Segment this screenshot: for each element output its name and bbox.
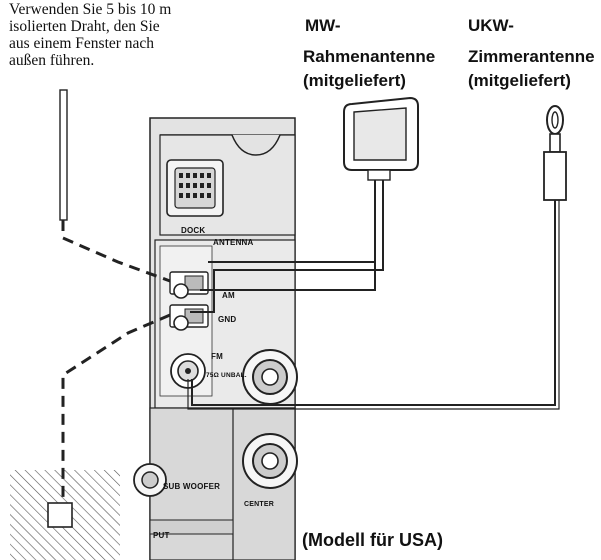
fm-antenna-label-line: (mitgeliefert) <box>468 71 571 90</box>
dock-connector <box>166 159 224 217</box>
gnd-label: GND <box>218 315 237 324</box>
fm-label: FM <box>211 352 223 361</box>
outdoor-wire <box>59 89 171 283</box>
rca-jacks <box>133 349 298 497</box>
dock-label: DOCK <box>181 226 206 235</box>
am-gnd-terminals <box>169 271 209 331</box>
am-antenna-label-line: (mitgeliefert) <box>303 71 406 90</box>
sub-woofer-label: SUB WOOFER <box>163 482 221 491</box>
fm-indoor-antenna <box>187 105 567 410</box>
fm-impedance-label: 75Ω UNBAL. <box>206 372 247 379</box>
fm-antenna-label-line: Zimmerantenne <box>468 47 595 66</box>
am-loop-antenna <box>190 96 419 313</box>
antenna-label: ANTENNA <box>213 238 254 247</box>
am-label: AM <box>222 291 235 300</box>
center-label: CENTER <box>244 501 274 508</box>
fm-antenna-label-line: UKW- <box>468 16 514 35</box>
instruction-line: außen führen. <box>9 52 95 69</box>
model-note: (Modell für USA) <box>302 530 443 550</box>
instruction-line: isolierten Draht, den Sie <box>9 18 160 35</box>
output-label: PUT <box>153 531 170 540</box>
instruction-line: aus einem Fenster nach <box>9 35 155 52</box>
ground-wire <box>10 313 171 560</box>
am-antenna-label-line: Rahmenantenne <box>303 47 436 66</box>
instruction-line: Verwenden Sie 5 bis 10 m <box>9 1 172 18</box>
fm-connector <box>170 353 206 389</box>
am-antenna-label-line: MW- <box>305 16 341 35</box>
